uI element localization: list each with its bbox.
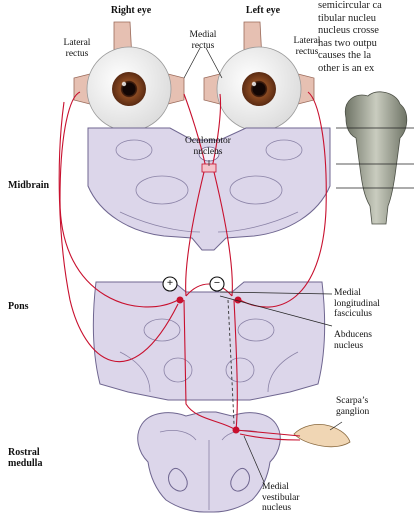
right-eye-label: Right eye <box>110 5 152 16</box>
text-line: other is an ex <box>318 62 375 74</box>
scarpa-ganglion-label: Scarpa’s ganglion <box>336 396 370 417</box>
lateral-rectus-right-label: Lateral rectus <box>63 38 91 59</box>
abducens-nucleus-label: Abducens nucleus <box>334 330 372 351</box>
mlf-label: Medial longitudinal fasciculus <box>334 288 380 319</box>
text-fragment: semicircular ca tibular nucleu nucleus c… <box>318 0 415 75</box>
text-line: has two outpu <box>318 37 377 49</box>
excitatory-sign <box>162 276 178 292</box>
midbrain-section <box>87 127 331 251</box>
midbrain-label: Midbrain <box>8 180 50 191</box>
text-line: semicircular ca <box>318 0 382 11</box>
right-eye <box>73 21 185 151</box>
oculomotor-nucleus-label: Oculomotor nucleus <box>185 136 231 157</box>
inhibitory-pathway <box>227 299 235 425</box>
inhibitory-sign <box>209 276 225 292</box>
medial-rectus-label: Medial rectus <box>189 30 217 51</box>
neural-pathways <box>58 91 327 441</box>
text-line: nucleus crosse <box>318 25 379 36</box>
medial-vestibular-nucleus-label: Medial vestibular nucleus <box>262 482 300 513</box>
left-eye-label: Left eye <box>245 5 281 16</box>
rostral-medulla-label: Rostral medulla <box>8 447 43 469</box>
minus-sign: − <box>213 277 221 289</box>
text-line: tibular nucleu <box>318 12 377 24</box>
text-line: causes the la <box>318 50 372 61</box>
pons-section <box>92 281 326 401</box>
leader-lines <box>183 47 343 483</box>
plus-sign: + <box>166 277 174 289</box>
pons-label: Pons <box>8 301 29 312</box>
medulla-section <box>137 411 281 513</box>
brainstem-thumbnail <box>336 91 414 225</box>
lateral-rectus-left-label: Lateral rectus <box>293 36 321 57</box>
scarpa-ganglion <box>293 424 351 448</box>
nucleus-markers <box>176 163 242 434</box>
